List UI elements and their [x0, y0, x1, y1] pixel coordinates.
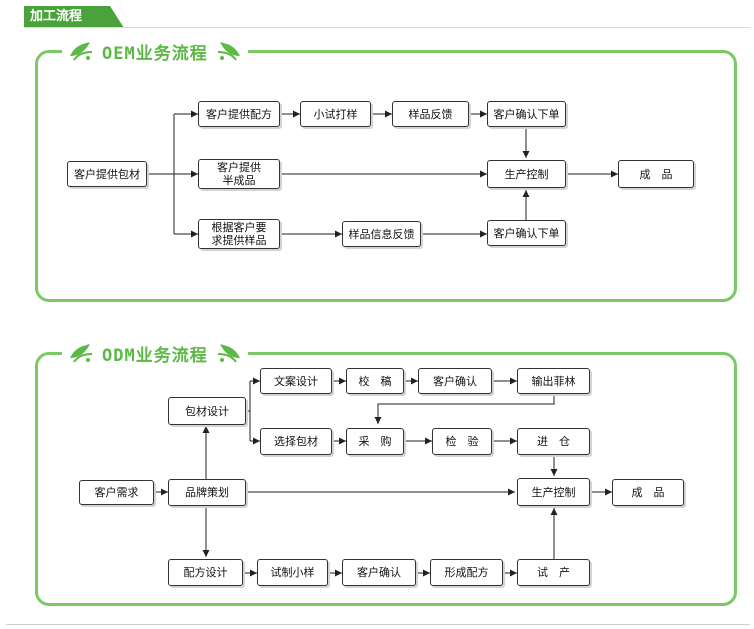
node-production-odm: 生产控制 — [517, 478, 590, 506]
leaf-ornament-icon — [70, 42, 93, 61]
node-form-formula: 形成配方 — [430, 559, 503, 586]
node-sample-feedback: 样品反馈 — [392, 101, 469, 127]
header-divider — [24, 27, 750, 28]
header-tab — [24, 6, 124, 28]
node-client-semi: 客户提供 半成品 — [198, 159, 280, 189]
node-finished-oem: 成 品 — [618, 160, 694, 188]
node-client-need: 客户需求 — [79, 480, 154, 505]
node-client-material: 客户提供包材 — [67, 161, 147, 187]
page-title: 加工流程 — [30, 9, 83, 24]
node-output-film: 输出菲林 — [517, 368, 590, 394]
leaf-ornament-icon — [217, 344, 240, 363]
node-trial-small: 试制小样 — [257, 559, 328, 586]
odm-title: ODM业务流程 — [102, 345, 208, 366]
node-sample-info-feedback: 样品信息反馈 — [342, 221, 421, 247]
node-per-request: 根据客户要 求提供样品 — [198, 219, 280, 249]
node-production-oem: 生产控制 — [487, 160, 566, 188]
node-choose-material: 选择包材 — [260, 428, 332, 455]
node-finished-odm: 成 品 — [612, 479, 684, 506]
node-formula-design: 配方设计 — [168, 559, 243, 586]
node-package-design: 包材设计 — [168, 397, 246, 425]
node-client-order-top: 客户确认下单 — [487, 101, 566, 127]
node-client-confirm-bottom: 客户确认 — [342, 559, 416, 586]
leaf-ornament-icon — [217, 42, 240, 61]
node-inspect: 检 验 — [432, 428, 492, 455]
node-trial-sample: 小试打样 — [300, 101, 371, 127]
node-brand-plan: 品牌策划 — [168, 479, 246, 506]
footer-divider — [6, 624, 750, 625]
odm-panel-title: ODM业务流程 — [62, 340, 248, 366]
oem-title: OEM业务流程 — [102, 43, 208, 64]
node-warehouse: 进 仓 — [517, 428, 590, 455]
node-purchase: 采 购 — [346, 428, 404, 455]
oem-panel-title: OEM业务流程 — [62, 38, 248, 64]
node-client-formula: 客户提供配方 — [198, 101, 280, 127]
node-proofread: 校 稿 — [346, 368, 404, 394]
leaf-ornament-icon — [70, 344, 93, 363]
node-client-confirm-top: 客户确认 — [418, 368, 492, 394]
node-client-order-bottom: 客户确认下单 — [487, 220, 566, 246]
node-trial-production: 试 产 — [517, 559, 590, 586]
node-copy-design: 文案设计 — [260, 368, 332, 394]
